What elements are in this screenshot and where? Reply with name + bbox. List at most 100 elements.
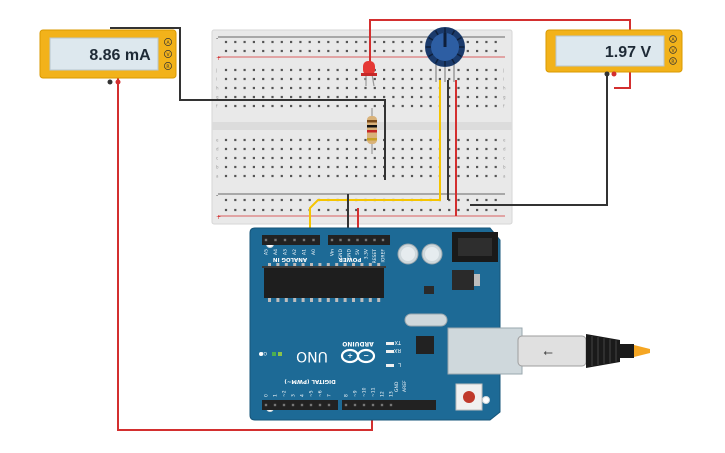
- terminal-hole[interactable]: [280, 165, 283, 169]
- rail-hole[interactable]: [485, 198, 488, 202]
- terminal-hole[interactable]: [485, 174, 488, 178]
- terminal-hole[interactable]: [336, 165, 339, 169]
- terminal-hole[interactable]: [234, 77, 237, 81]
- terminal-hole[interactable]: [317, 104, 321, 108]
- terminal-hole[interactable]: [448, 104, 451, 108]
- digital-header-low[interactable]: [262, 400, 338, 410]
- rail-hole[interactable]: [234, 49, 237, 53]
- terminal-hole[interactable]: [336, 68, 339, 72]
- rail-hole[interactable]: [476, 208, 479, 212]
- header-socket[interactable]: [389, 403, 393, 407]
- terminal-hole[interactable]: [401, 86, 404, 90]
- terminal-hole[interactable]: [401, 147, 404, 151]
- terminal-hole[interactable]: [271, 86, 274, 90]
- terminal-hole[interactable]: [243, 86, 246, 90]
- header-socket[interactable]: [302, 238, 306, 242]
- header-socket[interactable]: [362, 403, 366, 407]
- terminal-hole[interactable]: [252, 104, 255, 108]
- terminal-hole[interactable]: [466, 156, 469, 160]
- terminal-hole[interactable]: [476, 138, 479, 142]
- terminal-hole[interactable]: [317, 147, 321, 151]
- terminal-hole[interactable]: [355, 95, 358, 99]
- header-socket[interactable]: [318, 403, 322, 407]
- terminal-hole[interactable]: [355, 77, 358, 81]
- terminal-hole[interactable]: [290, 156, 293, 160]
- terminal-hole[interactable]: [429, 86, 432, 90]
- ammeter-terminal-r[interactable]: R: [164, 62, 172, 70]
- terminal-hole[interactable]: [327, 156, 330, 160]
- terminal-hole[interactable]: [494, 147, 497, 151]
- header-socket[interactable]: [312, 238, 315, 242]
- terminal-hole[interactable]: [243, 138, 246, 142]
- terminal-hole[interactable]: [429, 104, 432, 108]
- header-socket[interactable]: [264, 238, 268, 242]
- resistor[interactable]: [367, 108, 377, 154]
- rail-hole[interactable]: [383, 208, 386, 212]
- wire-red-top[interactable]: [369, 19, 631, 89]
- rail-hole[interactable]: [383, 49, 386, 53]
- led[interactable]: [361, 61, 377, 87]
- rail-hole[interactable]: [308, 49, 311, 53]
- header-socket[interactable]: [330, 238, 334, 242]
- header-socket[interactable]: [327, 403, 331, 407]
- terminal-hole[interactable]: [355, 174, 358, 178]
- terminal-hole[interactable]: [494, 165, 497, 169]
- terminal-hole[interactable]: [299, 138, 302, 142]
- terminal-hole[interactable]: [457, 165, 460, 169]
- rail-hole[interactable]: [392, 208, 395, 212]
- terminal-hole[interactable]: [373, 156, 376, 160]
- terminal-hole[interactable]: [262, 147, 265, 151]
- terminal-hole[interactable]: [392, 174, 395, 178]
- rail-hole[interactable]: [262, 208, 265, 212]
- wire-black-ammeter[interactable]: [110, 27, 386, 180]
- terminal-hole[interactable]: [494, 104, 497, 108]
- header-socket[interactable]: [264, 403, 268, 407]
- terminal-hole[interactable]: [401, 104, 404, 108]
- terminal-hole[interactable]: [317, 138, 321, 142]
- terminal-hole[interactable]: [224, 68, 228, 72]
- terminal-hole[interactable]: [280, 86, 283, 90]
- terminal-hole[interactable]: [494, 156, 497, 160]
- terminal-hole[interactable]: [262, 174, 265, 178]
- terminal-hole[interactable]: [299, 147, 302, 151]
- terminal-hole[interactable]: [401, 68, 404, 72]
- rail-hole[interactable]: [336, 49, 339, 53]
- rail-hole[interactable]: [345, 40, 348, 44]
- terminal-hole[interactable]: [234, 165, 237, 169]
- rail-hole[interactable]: [308, 198, 311, 202]
- terminal-hole[interactable]: [243, 147, 246, 151]
- rail-hole[interactable]: [355, 40, 358, 44]
- terminal-hole[interactable]: [383, 95, 386, 99]
- rail-hole[interactable]: [290, 208, 293, 212]
- terminal-hole[interactable]: [364, 156, 367, 160]
- terminal-hole[interactable]: [392, 147, 395, 151]
- rail-hole[interactable]: [438, 208, 441, 212]
- terminal-hole[interactable]: [336, 138, 339, 142]
- terminal-hole[interactable]: [243, 77, 246, 81]
- terminal-hole[interactable]: [392, 138, 395, 142]
- terminal-hole[interactable]: [420, 104, 423, 108]
- terminal-hole[interactable]: [355, 156, 358, 160]
- terminal-hole[interactable]: [224, 156, 228, 160]
- terminal-hole[interactable]: [280, 95, 283, 99]
- terminal-hole[interactable]: [448, 86, 451, 90]
- terminal-hole[interactable]: [383, 68, 386, 72]
- terminal-hole[interactable]: [392, 68, 395, 72]
- terminal-hole[interactable]: [234, 86, 237, 90]
- terminal-hole[interactable]: [290, 104, 293, 108]
- rail-hole[interactable]: [457, 198, 460, 202]
- terminal-hole[interactable]: [336, 95, 339, 99]
- rail-hole[interactable]: [271, 198, 274, 202]
- header-socket[interactable]: [347, 238, 351, 242]
- ammeter[interactable]: 8.86 mA A V R: [39, 29, 177, 85]
- terminal-hole[interactable]: [476, 86, 479, 90]
- terminal-hole[interactable]: [448, 174, 451, 178]
- terminal-hole[interactable]: [262, 77, 265, 81]
- terminal-hole[interactable]: [299, 86, 302, 90]
- terminal-hole[interactable]: [290, 95, 293, 99]
- rail-hole[interactable]: [280, 49, 283, 53]
- terminal-hole[interactable]: [308, 95, 311, 99]
- terminal-hole[interactable]: [457, 86, 460, 90]
- header-socket[interactable]: [291, 403, 295, 407]
- terminal-hole[interactable]: [494, 68, 497, 72]
